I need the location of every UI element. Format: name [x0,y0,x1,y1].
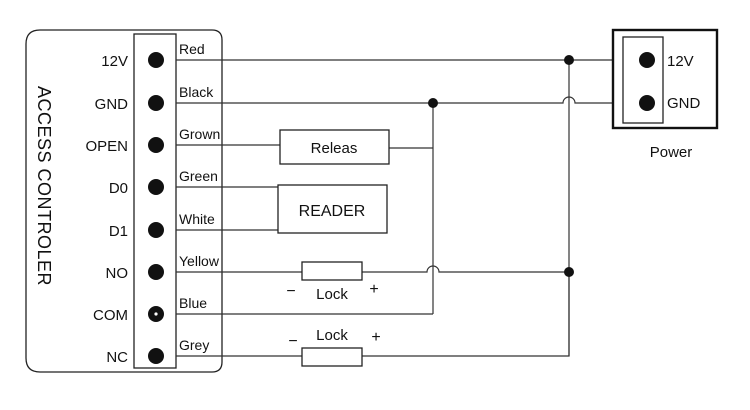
terminal-gnd [148,95,164,111]
pin-labels: 12V GND OPEN D0 D1 NO COM NC [85,53,128,366]
lock-2-label: Lock [316,327,348,344]
pin-label-12v: 12V [101,53,128,70]
power-label-gnd: GND [667,95,701,112]
junction-12v [564,55,574,65]
lock-1-box [301,261,363,281]
wire-label-grey: Grey [179,337,209,353]
pin-label-open: OPEN [85,138,128,155]
power-terminal-12v [639,52,655,68]
terminal-12v [148,52,164,68]
wire-black [176,96,640,104]
wire-label-blue: Blue [179,295,207,311]
lock-1: − Lock + [286,261,379,303]
lock-1-plus: + [369,281,378,298]
terminal-d1 [148,222,164,238]
terminal-no [148,264,164,280]
power-title: Power [650,144,693,161]
wire-label-yellow: Yellow [179,253,220,269]
junction-gnd [428,98,438,108]
wire-label-red: Red [179,41,205,57]
reader-box [277,184,388,234]
controller-title: ACCESS CONTROLER [34,86,54,286]
release-label: Releas [311,140,358,157]
lock-1-label: Lock [316,286,348,303]
pin-label-gnd: GND [95,96,129,113]
release-box [279,129,390,165]
power-terminal-strip [622,36,664,124]
pin-label-no: NO [106,265,129,282]
wire-labels: Red Black Grown Green White Yellow Blue … [179,41,220,353]
power-supply: 12V GND Power [611,28,719,161]
terminal-open [148,137,164,153]
lock-1-minus: − [286,283,295,300]
terminals [148,52,164,364]
wire-label-grown: Grown [179,126,220,142]
junctions [428,55,574,277]
wires [176,59,640,357]
wire-yellow-right [362,265,569,273]
pin-label-d1: D1 [109,223,128,240]
power-terminal-gnd [639,95,655,111]
release-button: Releas [279,129,390,165]
junction-no-12v [564,267,574,277]
terminal-nc [148,348,164,364]
terminal-com-center [154,312,158,316]
wire-label-green: Green [179,168,218,184]
terminal-d0 [148,179,164,195]
wire-label-black: Black [179,84,214,100]
lock-2-box [301,347,363,367]
lock-2-plus: + [371,329,380,346]
power-label-12v: 12V [667,53,694,70]
wire-label-white: White [179,211,215,227]
pin-label-d0: D0 [109,180,128,197]
reader-label: READER [299,203,366,220]
reader-device: READER [277,184,388,234]
lock-2: − Lock + [288,327,381,367]
pin-label-com: COM [93,307,128,324]
lock-2-minus: − [288,333,297,350]
pin-label-nc: NC [106,349,128,366]
